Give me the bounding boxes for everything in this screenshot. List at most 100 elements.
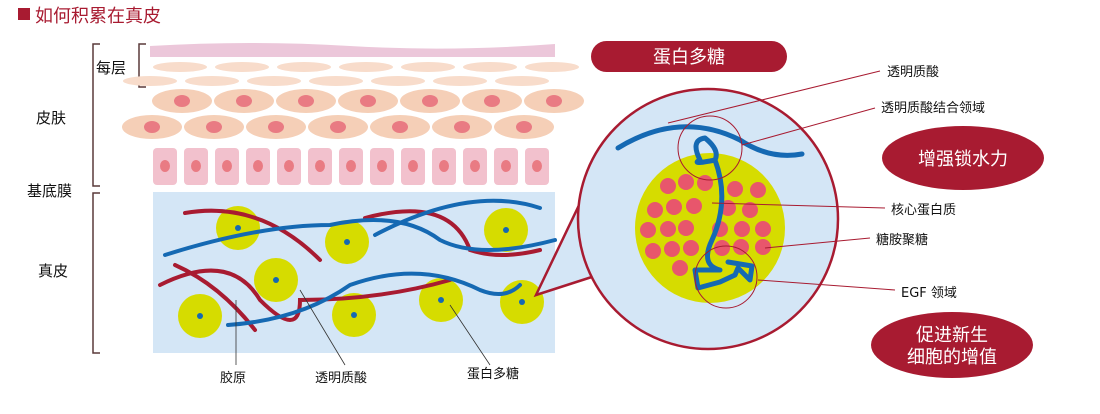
nucleus [160,160,170,172]
nucleus [330,121,346,133]
core-dot [273,277,279,283]
benefit-moisture: 增强锁水力 [918,149,1008,170]
nucleus [268,121,284,133]
gag-dot [686,198,702,214]
gag-dot [678,174,694,190]
egf-circle [694,245,758,309]
nucleus [377,160,387,172]
hyaluronic-strand [615,124,805,158]
benefit-badge-moisture [882,126,1044,190]
flat-cell [401,62,455,72]
label-egf: EGF 领域 [901,286,957,301]
stratum-corneum [150,43,555,57]
gag-dot [733,239,749,255]
title-marker [18,8,30,20]
gag-dot [666,199,682,215]
nucleus [532,160,542,172]
nucleus [439,160,449,172]
zoom-leader-lines [667,70,896,291]
gag-dot [727,181,743,197]
label-hyaluronic-acid: 透明质酸 [315,371,367,386]
nucleus [253,160,263,172]
gag-dot [672,260,688,276]
core-dot [197,313,203,319]
gag-dot [660,221,676,237]
nucleus [470,160,480,172]
nucleus [546,95,562,107]
label-stratum: 每层 [96,59,126,77]
flat-cell [215,62,269,72]
gag-dot [734,221,750,237]
flat-cell [371,76,425,86]
brackets [92,43,146,354]
gag-dot [697,175,713,191]
basal-cells [153,148,549,185]
proteoglycans [178,206,544,338]
benefit-badge-regeneration [871,312,1033,378]
flat-cell [247,76,301,86]
nucleus [315,160,325,172]
nucleus [501,160,511,172]
flat-cell [185,76,239,86]
gag-dot [678,220,694,236]
gag-dot [750,182,766,198]
ha-binding-circle [677,115,743,181]
gag-dot [645,243,661,259]
nucleus [298,95,314,107]
core-dot [344,239,350,245]
collagen-fiber [158,268,452,322]
nucleus [516,121,532,133]
nucleus [360,95,376,107]
spinous-cells [122,89,584,139]
label-proteoglycan: 蛋白多糖 [467,366,519,382]
gag-dot [755,221,771,237]
nucleus [144,121,160,133]
glycosaminoglycans [640,174,771,276]
nucleus [422,95,438,107]
nucleus [174,95,190,107]
benefit-regeneration-line2: 细胞的增值 [907,347,997,368]
page-title: 如何积累在真皮 [35,6,161,27]
label-collagen: 胶原 [220,370,246,386]
label-skin: 皮肤 [36,109,66,127]
core-dot [235,225,241,231]
gag-dot [664,241,680,257]
gag-dot [755,239,771,255]
nucleus [346,160,356,172]
proteoglycan-pill [591,41,787,72]
flat-cell [277,62,331,72]
gag-dot [640,222,656,238]
gag-dot [660,178,676,194]
label-ha-binding: 透明质酸结合领域 [881,101,985,116]
flat-cell [309,76,363,86]
gag-dot [714,240,730,256]
nucleus [206,121,222,133]
flat-cell [495,76,549,86]
hyaluronic-fiber [373,198,542,237]
nucleus [236,95,252,107]
dermis-leader-lines [235,289,491,366]
label-dermis: 真皮 [38,262,68,280]
label-ha: 透明质酸 [887,65,939,80]
collagen-fiber [183,208,322,262]
nucleus [284,160,294,172]
nucleus [222,160,232,172]
fibers [158,198,557,332]
core-dot [503,227,509,233]
nucleus [191,160,201,172]
gag-dot [683,240,699,256]
nucleus [392,121,408,133]
flat-cells [123,62,579,86]
hyaluronic-fiber [226,271,522,327]
flat-cell [339,62,393,72]
core-dot [519,299,525,305]
epidermis [122,43,584,185]
label-basement-membrane: 基底膜 [27,182,72,200]
label-gag: 糖胺聚糖 [876,232,928,248]
benefit-regeneration-line1: 促进新生 [916,325,988,346]
pill-label: 蛋白多糖 [653,47,725,68]
flat-cell [153,62,207,72]
core-dot [351,312,357,318]
collagen-fiber [363,209,542,257]
